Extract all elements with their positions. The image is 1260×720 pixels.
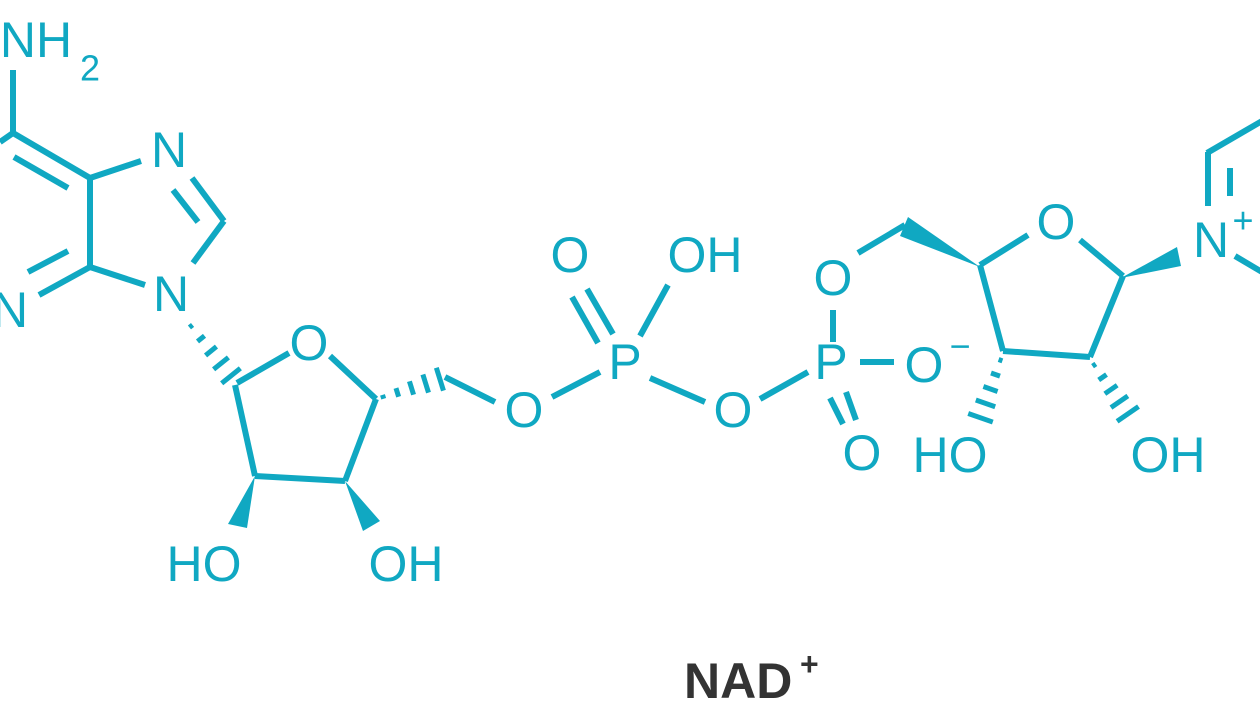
hash-line xyxy=(407,380,416,396)
hash-line xyxy=(195,333,207,344)
molecule-charge: + xyxy=(800,646,819,682)
bond xyxy=(584,287,616,336)
atom-labels: NH 2 N N N O HO OH O P O OH O P O O − O … xyxy=(0,12,1254,592)
atom-ribose1-ho: HO xyxy=(167,536,242,592)
atom-n9: N xyxy=(153,266,189,322)
bond xyxy=(758,369,810,402)
bond xyxy=(189,176,227,223)
bond xyxy=(648,375,707,405)
hash-line xyxy=(393,387,402,398)
hash-line xyxy=(212,355,230,372)
bond xyxy=(1205,118,1260,156)
atom-o5: O xyxy=(505,382,544,438)
hash-line xyxy=(1109,393,1130,410)
molecule-name: NAD xyxy=(684,653,792,709)
hash-line xyxy=(1115,404,1140,424)
hash-line xyxy=(187,322,195,330)
bond xyxy=(827,396,846,426)
bond xyxy=(37,264,92,298)
atom-n7: N xyxy=(151,122,187,178)
bond xyxy=(443,374,497,405)
atom-nh: NH xyxy=(0,12,72,68)
bond xyxy=(232,384,258,477)
bond xyxy=(89,264,146,288)
bonds xyxy=(0,70,1260,531)
bond xyxy=(1233,253,1260,275)
atom-p2-o-minus: O xyxy=(905,337,944,393)
bond xyxy=(637,283,671,338)
bond xyxy=(569,295,601,345)
hashed-wedge-bonds xyxy=(187,322,1140,425)
hash-line xyxy=(1103,383,1119,396)
bond xyxy=(856,222,907,256)
atom-ribose1-o: O xyxy=(290,315,329,371)
bond xyxy=(12,154,70,191)
bond xyxy=(235,350,291,386)
solid-wedge-bond xyxy=(228,476,255,528)
hash-line xyxy=(203,344,219,358)
hash-line xyxy=(420,373,431,394)
atom-bridge-o: O xyxy=(714,382,753,438)
atom-ribose1-oh: OH xyxy=(369,536,444,592)
atom-p1-double-o: O xyxy=(551,227,590,283)
bond xyxy=(254,473,346,484)
solid-wedge-bond xyxy=(1121,247,1181,278)
bond xyxy=(327,353,379,402)
atom-p1-oh: OH xyxy=(668,227,743,283)
bond xyxy=(89,158,142,181)
atom-ribose2-oh: OH xyxy=(1131,427,1206,483)
atom-nh-subscript: 2 xyxy=(80,48,100,89)
bond xyxy=(0,130,15,145)
bond xyxy=(26,248,70,275)
hash-line xyxy=(974,397,997,410)
bond xyxy=(11,130,92,181)
hash-line xyxy=(433,366,446,392)
atom-p2-top-o: O xyxy=(814,250,853,306)
atom-n-plus: N xyxy=(1193,212,1229,268)
bond xyxy=(977,264,1006,352)
solid-wedge-bond xyxy=(345,481,380,531)
hash-line xyxy=(220,366,242,386)
hash-line xyxy=(380,394,387,400)
hash-line xyxy=(1091,361,1098,369)
atom-p2-double-o: O xyxy=(843,425,882,481)
bond xyxy=(170,188,201,224)
hash-line xyxy=(982,384,999,394)
bond xyxy=(843,390,859,422)
hash-line xyxy=(990,370,1001,379)
solid-wedge-bond xyxy=(900,217,980,267)
bond xyxy=(978,232,1030,268)
hash-line xyxy=(967,411,994,425)
bond xyxy=(1002,348,1091,360)
bond xyxy=(550,369,602,400)
bond xyxy=(190,219,227,265)
atom-p1: P xyxy=(608,334,641,390)
atom-ribose2-o: O xyxy=(1037,194,1076,250)
atom-p2: P xyxy=(814,334,847,390)
atom-ribose2-ho: HO xyxy=(913,427,988,483)
bond xyxy=(1078,237,1125,279)
plus-charge: + xyxy=(1232,200,1253,241)
minus-charge: − xyxy=(949,326,970,367)
atom-n3: N xyxy=(0,282,28,338)
hash-line xyxy=(997,357,1004,364)
bond xyxy=(1087,274,1126,359)
bond xyxy=(342,397,379,483)
hash-line xyxy=(1097,372,1108,383)
